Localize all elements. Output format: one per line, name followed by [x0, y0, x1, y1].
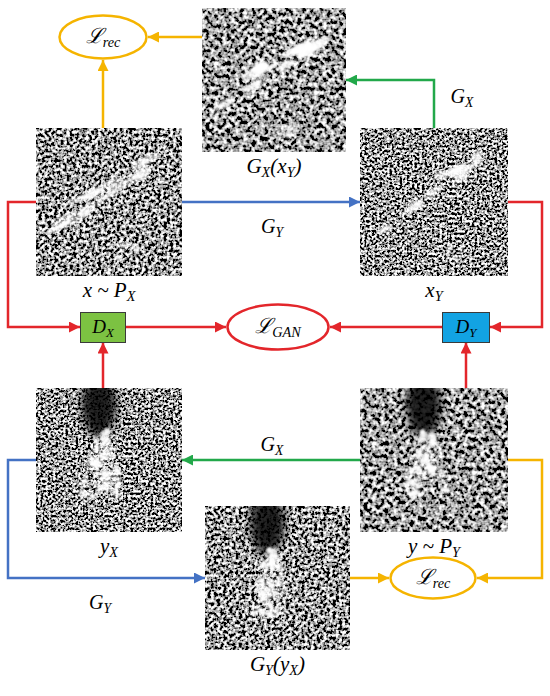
loss-ellipse: ℒrec: [389, 556, 477, 600]
generator-label: GY: [261, 215, 283, 237]
sar-image: [202, 8, 346, 152]
connector: [346, 80, 434, 128]
image-caption: x ~ PX: [83, 279, 136, 302]
discriminator-box: DX: [80, 312, 126, 343]
discriminator-box: DY: [442, 312, 490, 343]
image-caption: GY(yX): [250, 653, 305, 676]
image-caption: yX: [100, 535, 118, 558]
caption-row: yX: [36, 535, 182, 558]
connector: [148, 36, 202, 39]
image-panel: xY: [360, 128, 508, 302]
connector: [182, 201, 360, 204]
generator-label: GX: [261, 433, 284, 455]
sar-image-frame: [205, 506, 350, 650]
sar-image-frame: [360, 388, 508, 532]
sar-image: [360, 388, 508, 532]
connector: [350, 577, 389, 580]
image-caption: y ~ PY: [408, 535, 460, 558]
sar-image-frame: [36, 128, 182, 276]
connector: [102, 60, 105, 128]
caption-row: y ~ PY: [360, 535, 508, 558]
generator-label: GX: [451, 85, 474, 107]
image-caption: GX(xY): [246, 155, 301, 178]
image-panel: y ~ PY: [360, 388, 508, 558]
image-panel: GX(xY): [202, 8, 346, 178]
generator-label: GY: [89, 591, 111, 613]
connector: [182, 459, 360, 462]
discriminator-label: DX: [92, 317, 114, 338]
sar-image: [36, 128, 182, 276]
image-caption: xY: [425, 279, 442, 302]
caption-row: GY(yX): [205, 653, 350, 676]
sar-image: [360, 128, 508, 276]
sar-image: [36, 388, 182, 532]
loss-label: ℒrec: [86, 25, 121, 48]
image-panel: yX: [36, 388, 182, 558]
loss-label: ℒrec: [416, 566, 451, 589]
sar-image-frame: [360, 128, 508, 276]
sar-image-frame: [202, 8, 346, 152]
connector: [126, 326, 226, 329]
caption-row: x ~ PX: [36, 279, 182, 302]
sar-image: [205, 506, 350, 650]
sar-image-frame: [36, 388, 182, 532]
image-panel: x ~ PX: [36, 128, 182, 302]
loss-ellipse: ℒGAN: [226, 303, 330, 351]
discriminator-label: DY: [456, 317, 477, 338]
image-panel: GY(yX): [205, 506, 350, 676]
loss-label: ℒGAN: [255, 315, 301, 338]
loss-ellipse: ℒrec: [58, 14, 148, 60]
connector: [465, 343, 468, 389]
caption-row: GX(xY): [202, 155, 346, 178]
caption-row: xY: [360, 279, 508, 302]
connector: [102, 343, 105, 389]
connector: [330, 326, 442, 329]
